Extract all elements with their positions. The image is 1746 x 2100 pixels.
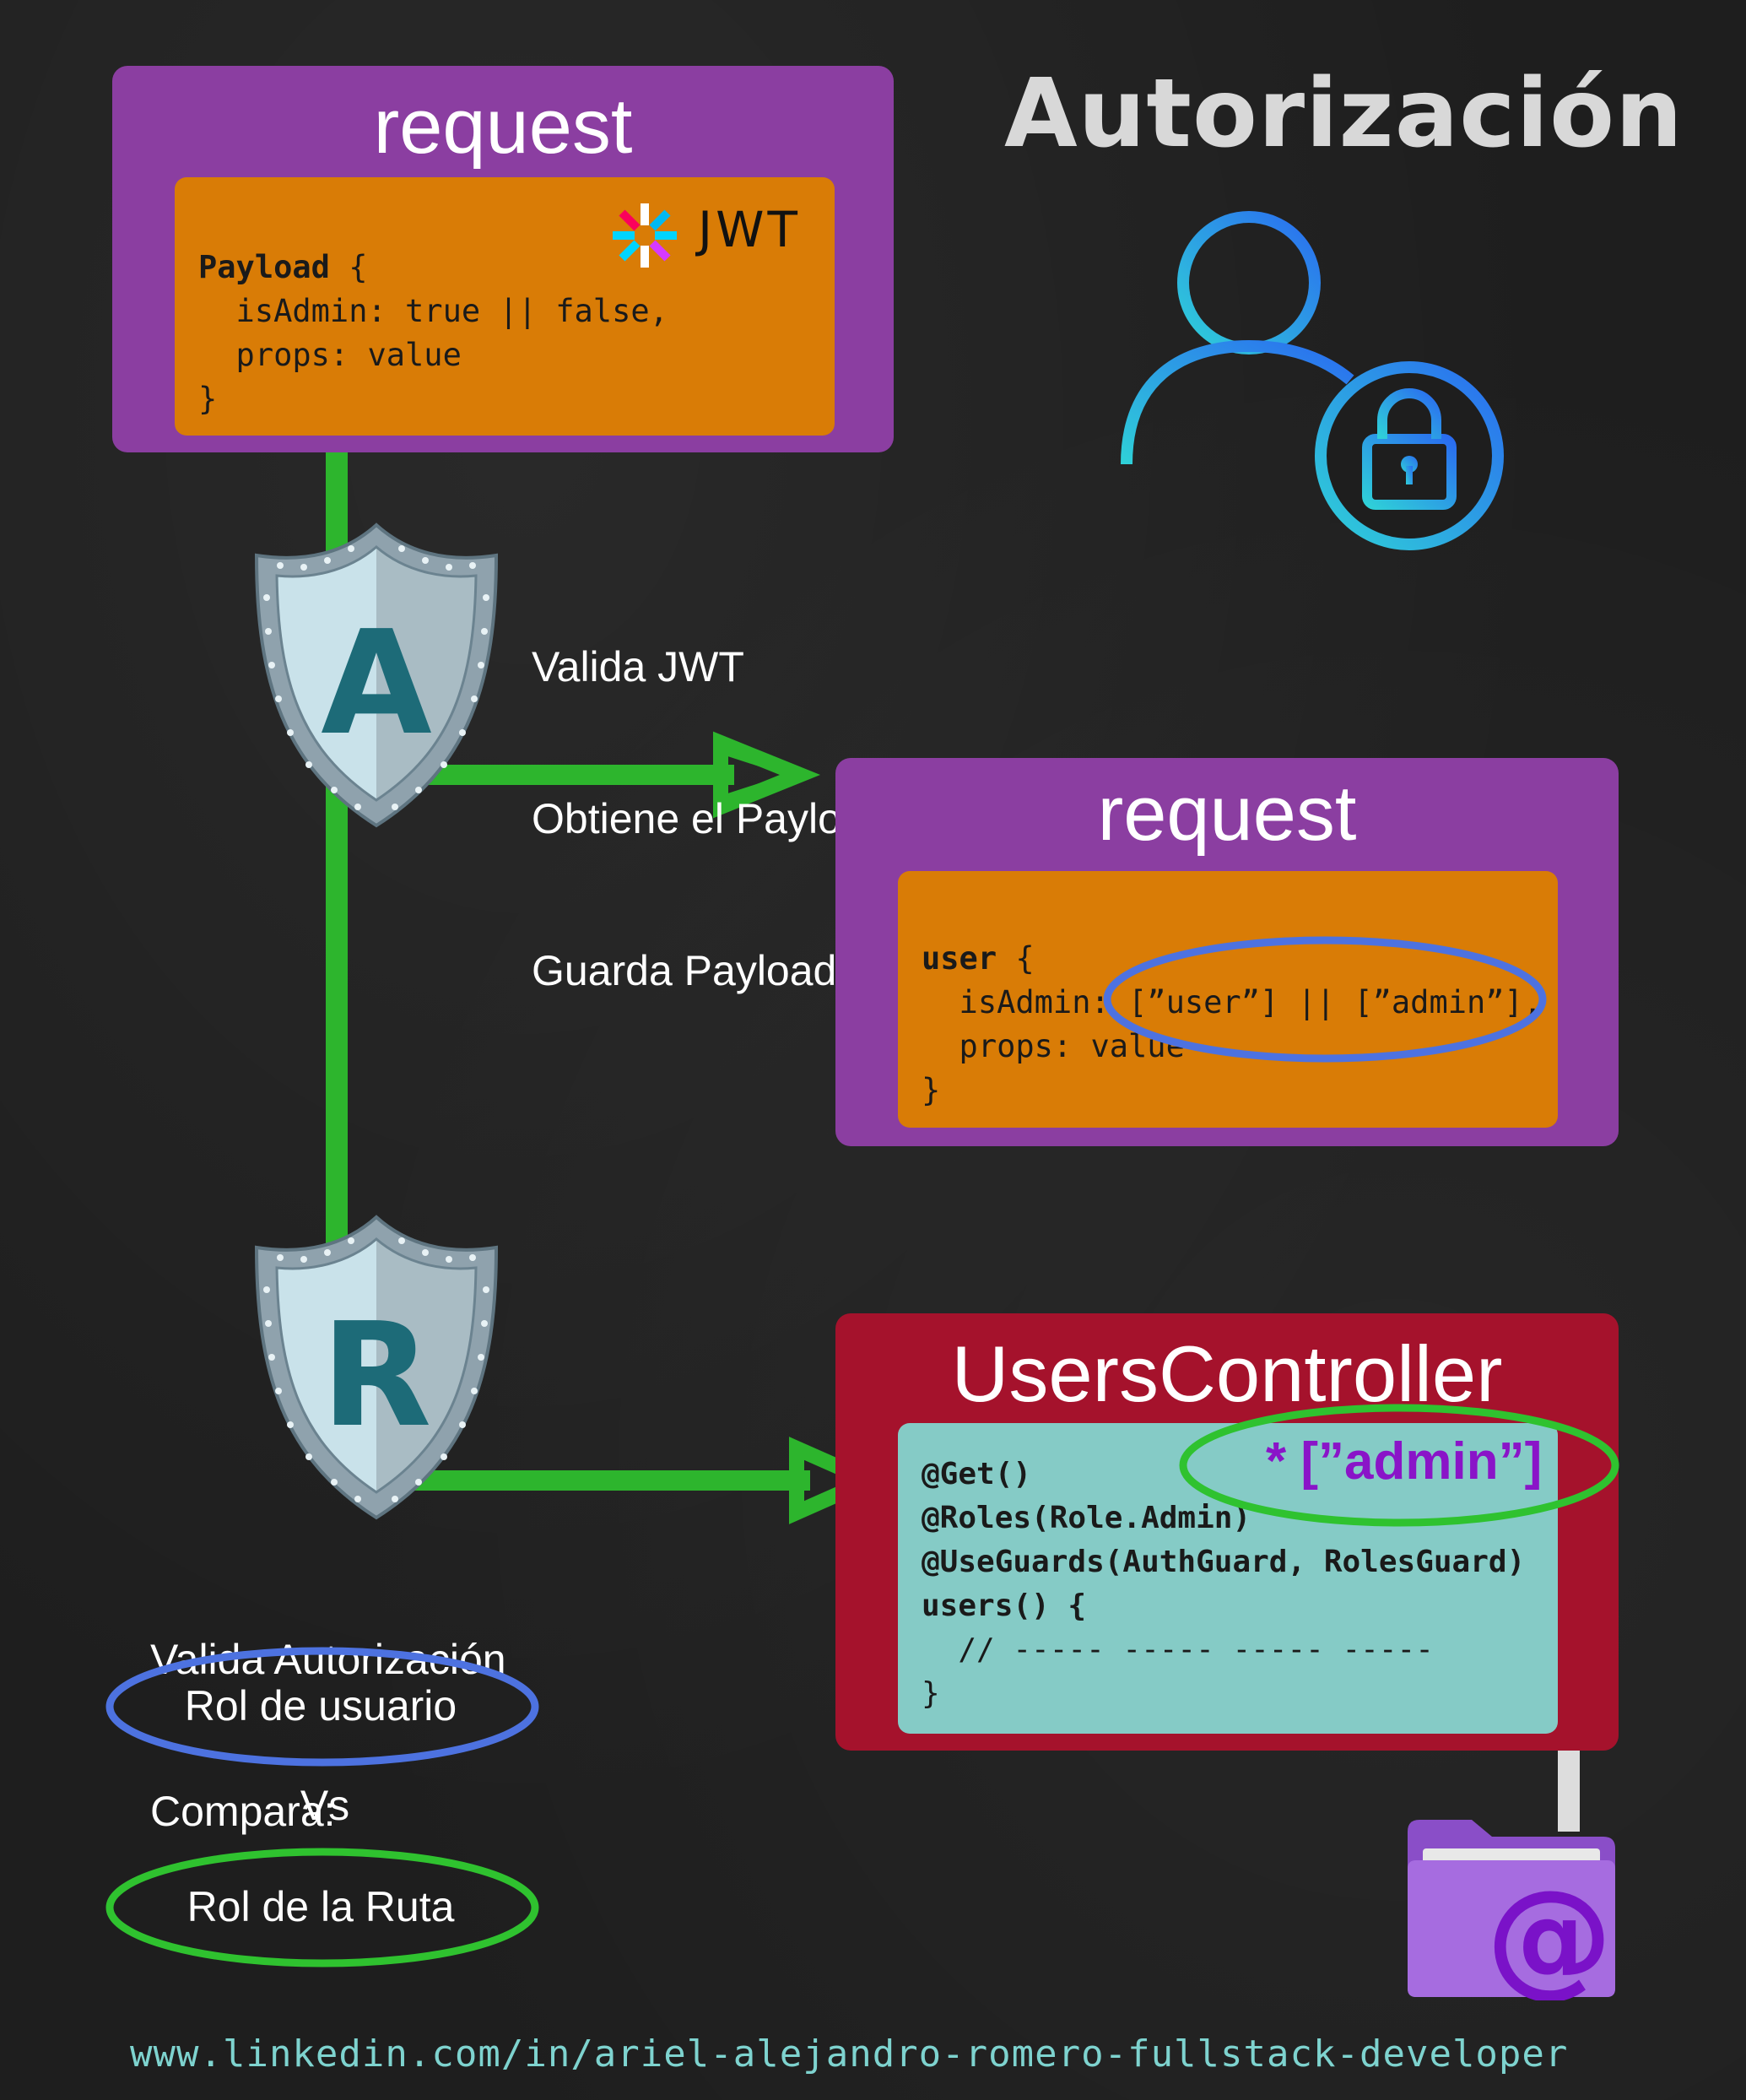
user-role-highlight-oval [1103,936,1547,1063]
user-line-4: } [922,1072,941,1108]
shield-a-icon: A [254,522,499,828]
controller-line-5: // ----- ----- ----- ----- [922,1632,1434,1667]
shield-a-letter: A [321,600,432,767]
flow-line-to-request [397,765,734,785]
footer-url: www.linkedin.com/in/ariel-alejandro-rome… [130,2032,1569,2076]
jwt-logo-icon [613,203,677,268]
payload-line-4: } [198,381,218,417]
user-line-2: isAdmin: [”user”] || [”admin”], [922,984,1543,1020]
controller-line-1: @Get() [922,1457,1032,1491]
user-lock-icon: Human: [1121,211,1504,550]
payload-line-1: Payload { [198,249,368,285]
user-line-1: user { [922,940,1035,977]
payload-line-2: isAdmin: true || false, [198,293,668,329]
user-code-box: user { isAdmin: [”user”] || [”admin”], p… [898,871,1558,1128]
controller-line-3: @UseGuards(AuthGuard, RolesGuard) [922,1545,1526,1579]
users-controller-card: UsersController @Get() @Roles(Role.Admin… [835,1313,1619,1751]
request-card-top: request JWT Payload { isAdmin: true || f… [112,66,894,452]
shield-r-icon: R [254,1215,499,1520]
request-card-middle: request user { isAdmin: [”user”] || [”ad… [835,758,1619,1146]
vs-label: Vs [300,1782,350,1829]
arrow-head-to-controller [789,1437,889,1524]
route-role-oval [105,1848,539,1967]
controller-line-4: users() { [922,1589,1087,1623]
svg-text:@: @ [1486,1864,1613,2000]
route-role-admin-label: * [”admin”] [1266,1432,1543,1491]
route-role-label: Rol de la Ruta [186,1883,455,1930]
user-line-3: props: value [922,1028,1185,1064]
user-role-oval [105,1647,539,1767]
request-title-top: request [373,84,633,170]
flow-line-to-controller [397,1470,810,1491]
guard-r-note-2: Compara: [150,1788,336,1835]
folder-at-icon: @ [1408,1820,1615,2000]
guard-r-notes: Valida Autorización Compara: [150,1533,506,1887]
controller-line-6: } [922,1676,940,1711]
controller-title: UsersController [951,1329,1503,1418]
shield-r-letter: R [322,1292,432,1459]
guard-a-note-1: Valida JWT [532,643,744,690]
route-role-highlight-oval [1179,1404,1619,1527]
request-title-middle: request [1097,771,1357,857]
page-title: Autorización [1004,59,1684,169]
payload-line-3: props: value [198,337,462,373]
guard-r-note-1: Valida Autorización [150,1636,506,1683]
jwt-logo-text: JWT [698,201,801,258]
controller-line-2: @Roles(Role.Admin) [922,1501,1251,1535]
user-role-label: Rol de usuario [184,1682,457,1729]
payload-code-box: JWT Payload { isAdmin: true || false, pr… [175,177,835,436]
controller-code-box: @Get() @Roles(Role.Admin) @UseGuards(Aut… [898,1423,1558,1734]
